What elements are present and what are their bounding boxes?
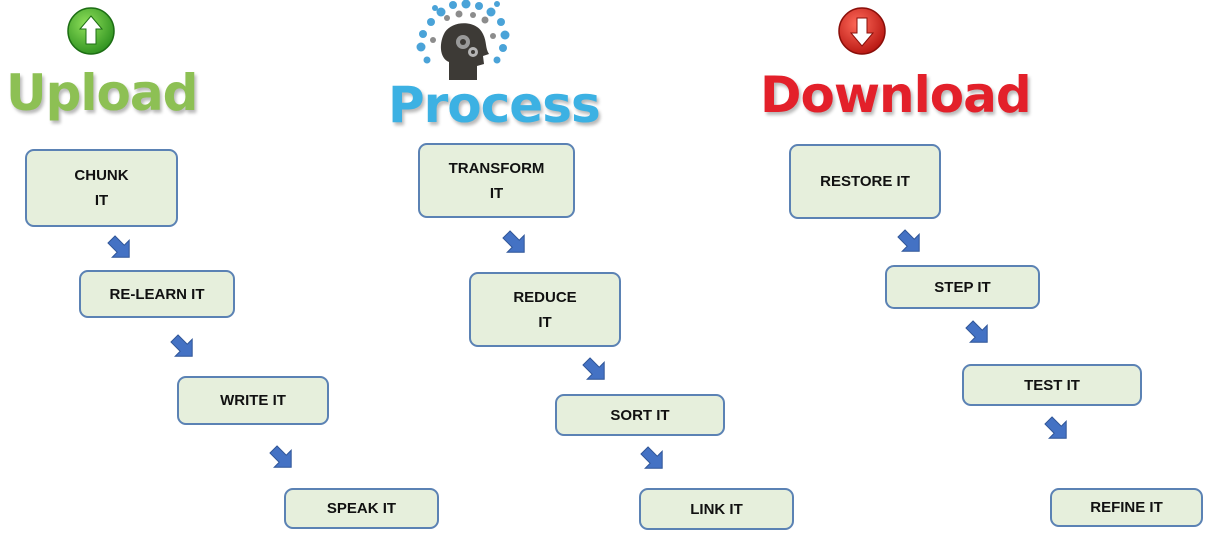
down-right-arrow-icon xyxy=(1042,414,1072,444)
down-right-arrow-icon xyxy=(168,332,198,362)
download-title: Download xyxy=(760,66,1032,124)
download-step-test: TEST IT xyxy=(962,364,1142,406)
head-gears-icon xyxy=(416,0,510,80)
upload-step-speak: SPEAK IT xyxy=(284,488,439,529)
upload-step-relearn: RE-LEARN IT xyxy=(79,270,235,318)
download-step-refine: REFINE IT xyxy=(1050,488,1203,527)
down-arrow-circle-icon xyxy=(838,7,886,55)
down-right-arrow-icon xyxy=(267,443,297,473)
upload-title: Upload xyxy=(6,64,198,122)
down-right-arrow-icon xyxy=(963,318,993,348)
up-arrow-circle-icon xyxy=(67,7,115,55)
process-step-reduce: REDUCE IT xyxy=(469,272,621,347)
process-title: Process xyxy=(388,76,601,134)
process-step-transform: TRANSFORM IT xyxy=(418,143,575,218)
upload-step-chunk: CHUNK IT xyxy=(25,149,178,227)
down-right-arrow-icon xyxy=(895,227,925,257)
download-step-restore: RESTORE IT xyxy=(789,144,941,219)
down-right-arrow-icon xyxy=(580,355,610,385)
process-step-link: LINK IT xyxy=(639,488,794,530)
down-right-arrow-icon xyxy=(500,228,530,258)
process-step-sort: SORT IT xyxy=(555,394,725,436)
download-step-step: STEP IT xyxy=(885,265,1040,309)
down-right-arrow-icon xyxy=(105,233,135,263)
down-right-arrow-icon xyxy=(638,444,668,474)
upload-step-write: WRITE IT xyxy=(177,376,329,425)
